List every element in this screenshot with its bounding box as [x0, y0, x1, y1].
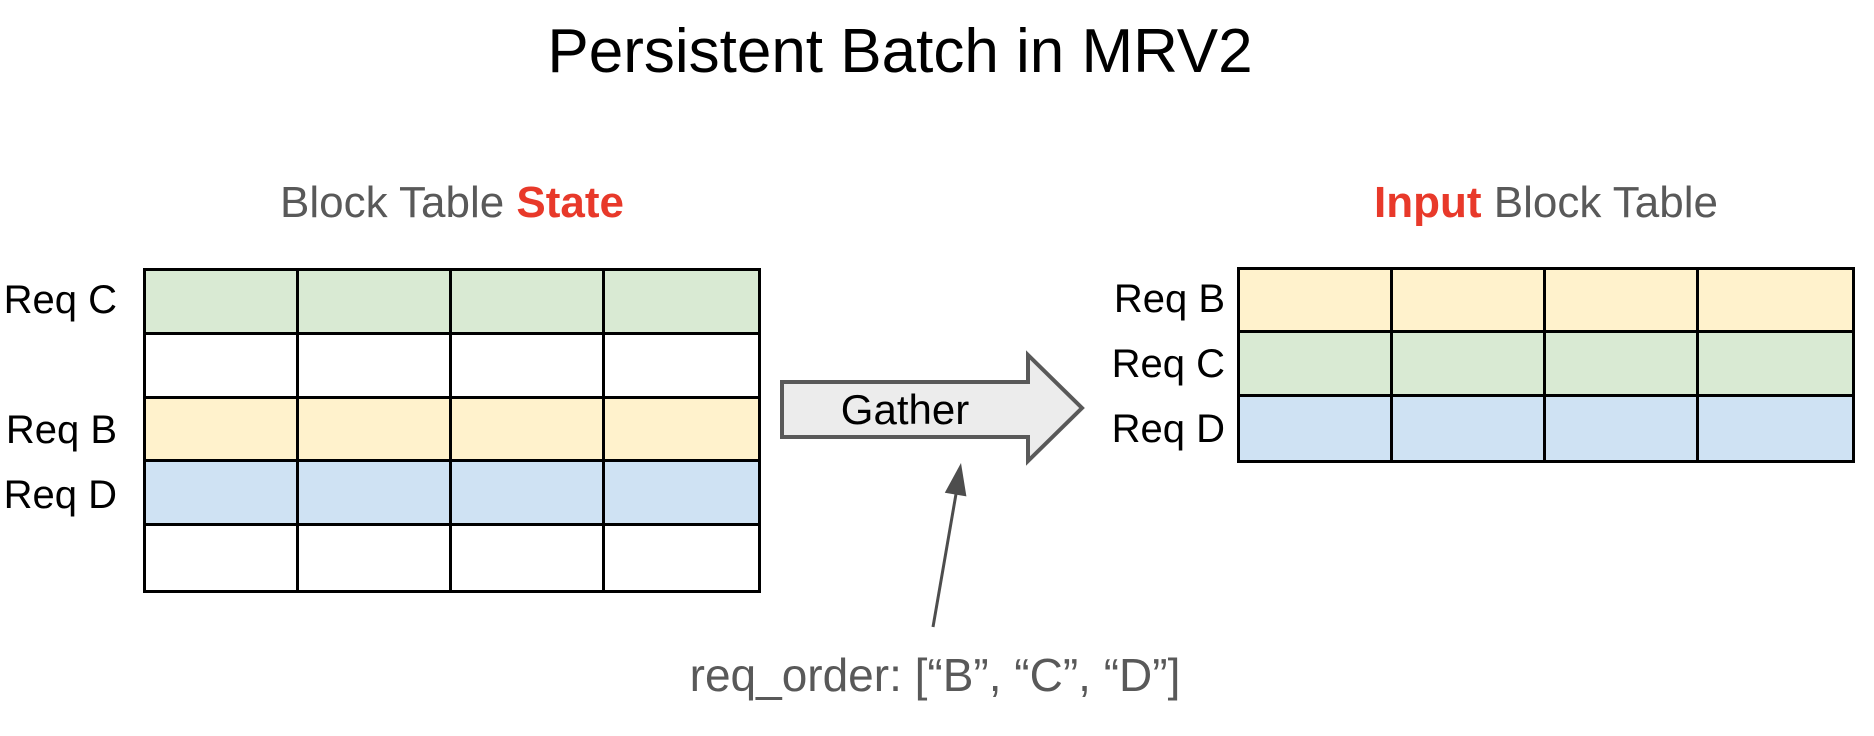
- block-cell: [1699, 270, 1852, 334]
- gather-arrow-icon: [780, 350, 1085, 466]
- block-cell: [1240, 396, 1393, 460]
- state-table-heading: Block Table State: [143, 178, 761, 228]
- input-table-heading: Input Block Table: [1237, 178, 1855, 228]
- row-label: Req B: [1113, 277, 1225, 321]
- block-cell: [299, 398, 452, 463]
- block-cell: [1393, 270, 1546, 334]
- slide-title: Persistent Batch in MRV2: [547, 17, 1253, 86]
- block-cell: [146, 526, 299, 590]
- input-block-table: [1237, 267, 1855, 463]
- row-label: Req B: [5, 408, 117, 452]
- block-cell: [452, 271, 605, 335]
- block-cell: [605, 462, 758, 527]
- annotation-arrow-head-icon: [944, 463, 967, 497]
- block-cell: [146, 462, 299, 527]
- state-block-table: [143, 268, 761, 593]
- block-cell: [1546, 396, 1699, 460]
- input-table-heading-suffix: Block Table: [1481, 178, 1718, 227]
- block-cell: [146, 334, 299, 399]
- block-cell: [299, 526, 452, 590]
- block-cell: [1546, 270, 1699, 334]
- block-cell: [452, 334, 605, 399]
- row-label: Req D: [1111, 407, 1225, 451]
- block-cell: [299, 334, 452, 399]
- block-cell: [452, 398, 605, 463]
- annotation-arrow-line: [931, 493, 958, 628]
- block-cell: [452, 526, 605, 590]
- block-cell: [1240, 270, 1393, 334]
- block-cell: [1699, 396, 1852, 460]
- block-cell: [299, 271, 452, 335]
- block-cell: [605, 334, 758, 399]
- block-cell: [1240, 333, 1393, 397]
- block-cell: [1393, 333, 1546, 397]
- block-cell: [605, 271, 758, 335]
- state-table-heading-highlight: State: [516, 178, 625, 227]
- block-cell: [605, 526, 758, 590]
- input-table-heading-highlight: Input: [1374, 178, 1482, 227]
- block-cell: [299, 462, 452, 527]
- block-cell: [1699, 333, 1852, 397]
- row-label: Req C: [1111, 342, 1225, 386]
- block-cell: [452, 462, 605, 527]
- gather-arrow-label: Gather: [840, 385, 970, 433]
- block-cell: [146, 398, 299, 463]
- state-table-heading-prefix: Block Table: [279, 178, 517, 227]
- req-order-annotation: req_order: [“B”, “C”, “D”]: [689, 649, 1181, 701]
- row-label: Req D: [3, 473, 117, 517]
- block-cell: [1546, 333, 1699, 397]
- block-cell: [605, 398, 758, 463]
- block-cell: [146, 271, 299, 335]
- block-cell: [1393, 396, 1546, 460]
- row-label: Req C: [3, 278, 117, 322]
